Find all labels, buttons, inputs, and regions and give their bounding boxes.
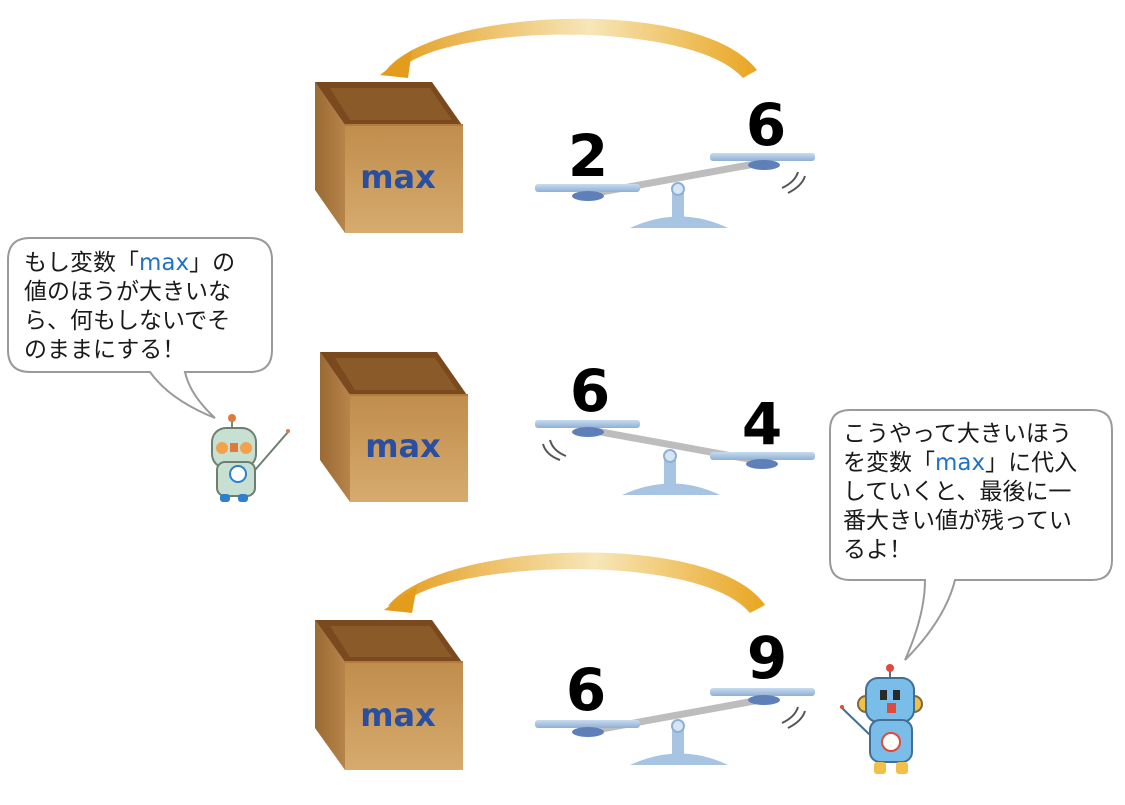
balance-scale: 2 6 bbox=[535, 91, 815, 228]
right-pan bbox=[710, 153, 815, 170]
bubble-line: 値のほうが大きいな bbox=[24, 279, 231, 305]
speech-bubble-left bbox=[7, 237, 273, 419]
variable-name: max bbox=[139, 250, 190, 276]
robot-character-right bbox=[840, 664, 923, 774]
left-pan-value: 2 bbox=[568, 122, 608, 190]
box-label: max bbox=[360, 696, 436, 734]
bubble-line: るよ！ bbox=[843, 537, 912, 563]
box-label: max bbox=[360, 158, 436, 196]
transfer-arrow bbox=[380, 18, 757, 78]
robot-character-left bbox=[211, 414, 290, 502]
right-pan-value: 4 bbox=[742, 390, 782, 458]
speech-bubble-left-text: もし変数「max」の 値のほうが大きいな ら、何もしないでそ のままにする！ bbox=[24, 249, 235, 365]
bubble-line: こうやって大きいほう bbox=[843, 421, 1072, 447]
row-2: max 6 4 bbox=[320, 352, 815, 502]
text-segment: 」の bbox=[189, 250, 236, 276]
row-1: max 2 6 bbox=[315, 18, 815, 233]
bubble-line: 番大きい値が残ってい bbox=[843, 508, 1072, 534]
weight-motion-lines bbox=[542, 439, 567, 461]
box-label: max bbox=[365, 427, 441, 465]
right-pan-value: 9 bbox=[747, 624, 787, 692]
max-box: max bbox=[315, 82, 463, 233]
speech-bubble-right-text: こうやって大きいほう を変数「max」に代入 していくと、最後に一 番大きい値が… bbox=[843, 420, 1077, 565]
left-pan bbox=[535, 184, 640, 201]
text-segment: もし変数「 bbox=[24, 250, 139, 276]
right-pan bbox=[710, 452, 815, 469]
left-pan-value: 6 bbox=[570, 357, 610, 425]
left-pan bbox=[535, 720, 640, 737]
bubble-line: していくと、最後に一 bbox=[843, 479, 1072, 505]
weight-motion-lines bbox=[781, 171, 806, 194]
left-pan-value: 6 bbox=[566, 656, 606, 724]
max-box: max bbox=[320, 352, 468, 502]
weight-motion-lines bbox=[781, 706, 806, 729]
text-segment: 」に代入 bbox=[985, 450, 1078, 476]
text-segment: を変数「 bbox=[843, 450, 935, 476]
variable-name: max bbox=[935, 450, 986, 476]
balance-scale: 6 4 bbox=[535, 357, 815, 495]
bubble-line: もし変数「max」の bbox=[24, 249, 235, 278]
row-3: max 6 9 bbox=[315, 552, 815, 770]
balance-scale: 6 9 bbox=[535, 624, 815, 765]
transfer-arrow bbox=[384, 552, 765, 613]
max-box: max bbox=[315, 620, 463, 770]
bubble-line: を変数「max」に代入 bbox=[843, 449, 1077, 478]
left-pan bbox=[535, 420, 640, 437]
right-pan-value: 6 bbox=[746, 91, 786, 159]
speech-bubble-right bbox=[829, 409, 1113, 661]
right-pan bbox=[710, 688, 815, 705]
bubble-line: のままにする！ bbox=[24, 337, 186, 363]
bubble-line: ら、何もしないでそ bbox=[24, 308, 231, 334]
